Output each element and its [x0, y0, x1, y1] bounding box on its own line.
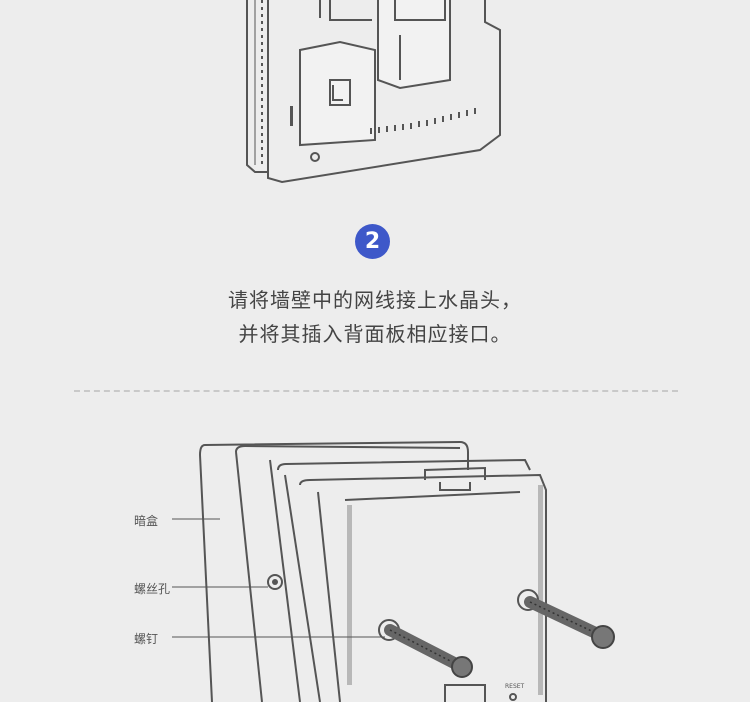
- label-reset: RESET: [505, 683, 525, 690]
- instruction-line-2: 并将其插入背面板相应接口。: [238, 322, 512, 346]
- panel-back-illustration: [246, 0, 501, 184]
- dashed-divider: [74, 390, 678, 392]
- label-back-box: 暗盒: [134, 514, 159, 528]
- step-number-badge: 2: [355, 224, 390, 259]
- installation-illustration: [172, 440, 615, 702]
- label-screw-hole: 螺丝孔: [134, 582, 171, 596]
- label-screw: 螺钉: [134, 632, 159, 646]
- instruction-line-1: 请将墙壁中的网线接上水晶头，: [228, 288, 522, 312]
